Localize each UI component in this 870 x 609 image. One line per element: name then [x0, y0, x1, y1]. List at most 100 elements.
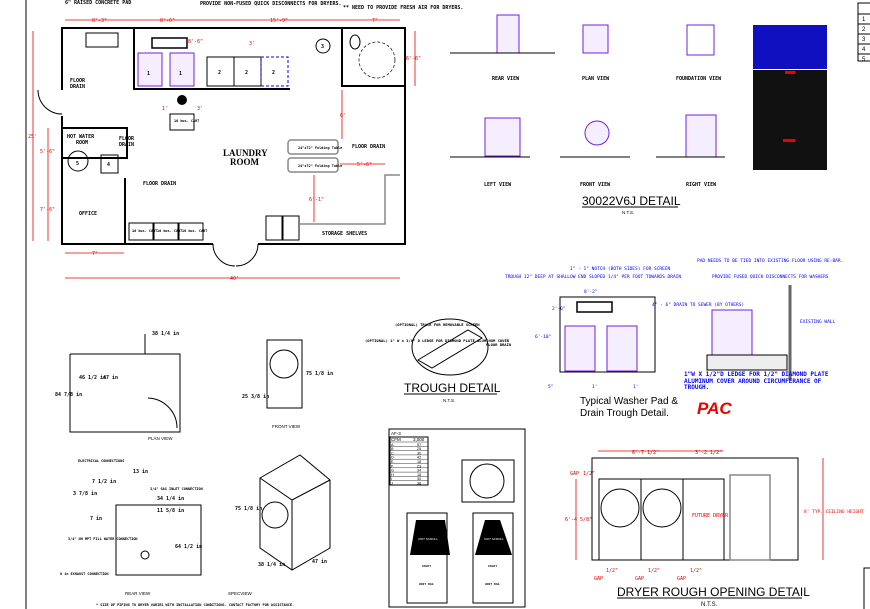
- dim-label: 1': [592, 384, 597, 390]
- table-row: 3: [862, 37, 866, 43]
- dim-label: 34 1/4 in: [157, 496, 184, 502]
- footnote: * SIZE OF PIPING TO DRYER VARIES WITH IN…: [96, 603, 294, 607]
- nts-label: N.T.S.: [701, 602, 718, 608]
- plan-view-drawing: [582, 24, 609, 54]
- dim-label: 84 7/8 in: [55, 392, 82, 398]
- door-swing: [147, 397, 178, 429]
- rear-view-dryer: [115, 504, 202, 576]
- hot-water-room-wall: [62, 127, 128, 159]
- cfm-row-label: C: [391, 451, 394, 455]
- dim-label: 6'-6": [406, 56, 421, 62]
- dim-label: 75 1/8 in: [306, 371, 333, 377]
- dim-label: 25 3/8 in: [242, 394, 269, 400]
- front-view-dryer: [266, 339, 303, 409]
- cart-label: 10 bus. CART: [182, 229, 207, 233]
- dryer-rough-opening-detail: 6'-7 1/2" 3'-2 1/2" 6'-4 5/8" GAP 1/2" G…: [565, 450, 870, 609]
- unit-scroll: [475, 520, 512, 555]
- dim-label: 7 1/2 in: [92, 479, 116, 485]
- note-existing-wall: EXISTING WALL: [800, 319, 836, 325]
- dim-label: 38 1/4 in: [258, 562, 285, 568]
- dim-label: 7': [92, 251, 98, 257]
- equipment-tag: 1: [179, 71, 182, 77]
- folding-table-label: 24"x72" Folding Table: [298, 146, 342, 150]
- folding-table: [287, 139, 339, 155]
- view-label: PLAN VIEW: [582, 76, 610, 82]
- dim-label: 7': [372, 18, 378, 24]
- cart: [282, 215, 300, 241]
- dim-label: 3'-2 1/2": [695, 450, 722, 456]
- equipment-tag: 5: [76, 161, 79, 167]
- exhaust-outlet: [140, 550, 150, 560]
- inlet-label: INLET: [422, 564, 431, 568]
- dim-label: 6'-10": [535, 334, 551, 340]
- dim-label: 1/2": [583, 471, 595, 477]
- washer-2: [169, 52, 195, 87]
- dim-label: 15'-9": [270, 18, 288, 24]
- note-raised-pad: 6" RAISED CONCRETE PAD: [65, 0, 131, 6]
- note-quick-disconnect: PROVIDE NON-FUSED QUICK DISCONNECTS FOR …: [200, 1, 341, 7]
- dim-label: 8'-2": [584, 289, 598, 295]
- gap-label: GAP: [594, 576, 603, 582]
- cfm-row-label: F: [391, 464, 394, 468]
- dim-label: 5'-6": [357, 162, 372, 168]
- plan-view-drawing: [69, 353, 181, 433]
- dim-label: 38 1/4 in: [152, 331, 179, 337]
- dim-label: 46 1/2 in: [79, 375, 106, 381]
- cfm-row-value: 34: [417, 469, 421, 473]
- cfm-row-label: B: [391, 447, 394, 451]
- top-view-fan: [461, 459, 515, 503]
- view-label: RIGHT VIEW: [686, 182, 717, 188]
- dim-label: 7 in: [90, 516, 102, 522]
- dim-label: 7'-6": [40, 207, 55, 213]
- equipment-tag: 3: [321, 44, 324, 50]
- exterior-wall: [61, 27, 406, 245]
- table-row: 2: [862, 27, 866, 33]
- room-label-laundry: LAUNDRY: [223, 148, 268, 158]
- equipment-tag: 1: [147, 71, 150, 77]
- dim-label: 13 in: [133, 469, 148, 475]
- equipment-tag: 2: [245, 70, 248, 76]
- cart-label: 10 bus. CART: [157, 229, 182, 233]
- toilet: [349, 34, 361, 50]
- dim-label: 11 5/8 in: [157, 508, 184, 514]
- view-label: REAR VIEW: [492, 76, 520, 82]
- trough: [151, 37, 188, 49]
- dryer-door: [600, 488, 640, 528]
- gap-label: GAP: [570, 471, 579, 477]
- dim-label: 25': [28, 134, 37, 140]
- warning-stripe: [783, 139, 795, 142]
- view-label: FOUNDATION VIEW: [676, 76, 722, 82]
- dryer-spec-sheet: 38 1/4 in 46 1/2 in 47 in 84 7/8 in PLAN…: [55, 331, 333, 607]
- dim-label: 47 in: [103, 375, 118, 381]
- view-label: LEFT VIEW: [484, 182, 512, 188]
- floor-drain-label: DRAIN: [119, 142, 134, 148]
- note-ledge: 1"W X 1/2"D LEDGE FOR 1/2" DIAMOND PLATE…: [684, 371, 829, 391]
- washer: [564, 325, 596, 372]
- floor-plan: 6" RAISED CONCRETE PAD PROVIDE NON-FUSED…: [28, 0, 463, 282]
- cfm-row-value: 57: [417, 443, 421, 447]
- notes-block-black: [753, 70, 827, 170]
- dim-label: 5": [548, 384, 553, 390]
- view-label: FRONT VIEW: [272, 424, 301, 429]
- washer-1: [137, 52, 163, 87]
- washer: [606, 325, 638, 372]
- trough-magnified-circle: [411, 318, 489, 376]
- table-frame: [857, 2, 870, 62]
- unit-front: [472, 512, 514, 604]
- cfm-row-value: 23: [417, 464, 421, 468]
- pac-logo: PAC: [697, 399, 732, 418]
- washer-pad-detail: 1" - 1" NOTCH (BOTH SIDES) FOR SCREEN TR…: [505, 258, 843, 419]
- note-pad-tied: PAD NEEDS TO BE TIED INTO EXISTING FLOOR…: [697, 258, 843, 264]
- wheelchair-turning-circle: [358, 41, 396, 79]
- table-row: 1: [862, 17, 866, 23]
- gap-label: GAP: [677, 576, 686, 582]
- equipment-tag: 2: [272, 70, 275, 76]
- callout-electrical: ELECTRICAL CONNECTIONS: [78, 459, 124, 463]
- cfm-row-label: I: [391, 477, 392, 481]
- cart: [169, 113, 195, 131]
- view-label: SPECVIEW: [228, 591, 253, 596]
- cfm-header: AF-3: [391, 431, 401, 436]
- unit-bag-label: UNIT BAG: [485, 582, 500, 586]
